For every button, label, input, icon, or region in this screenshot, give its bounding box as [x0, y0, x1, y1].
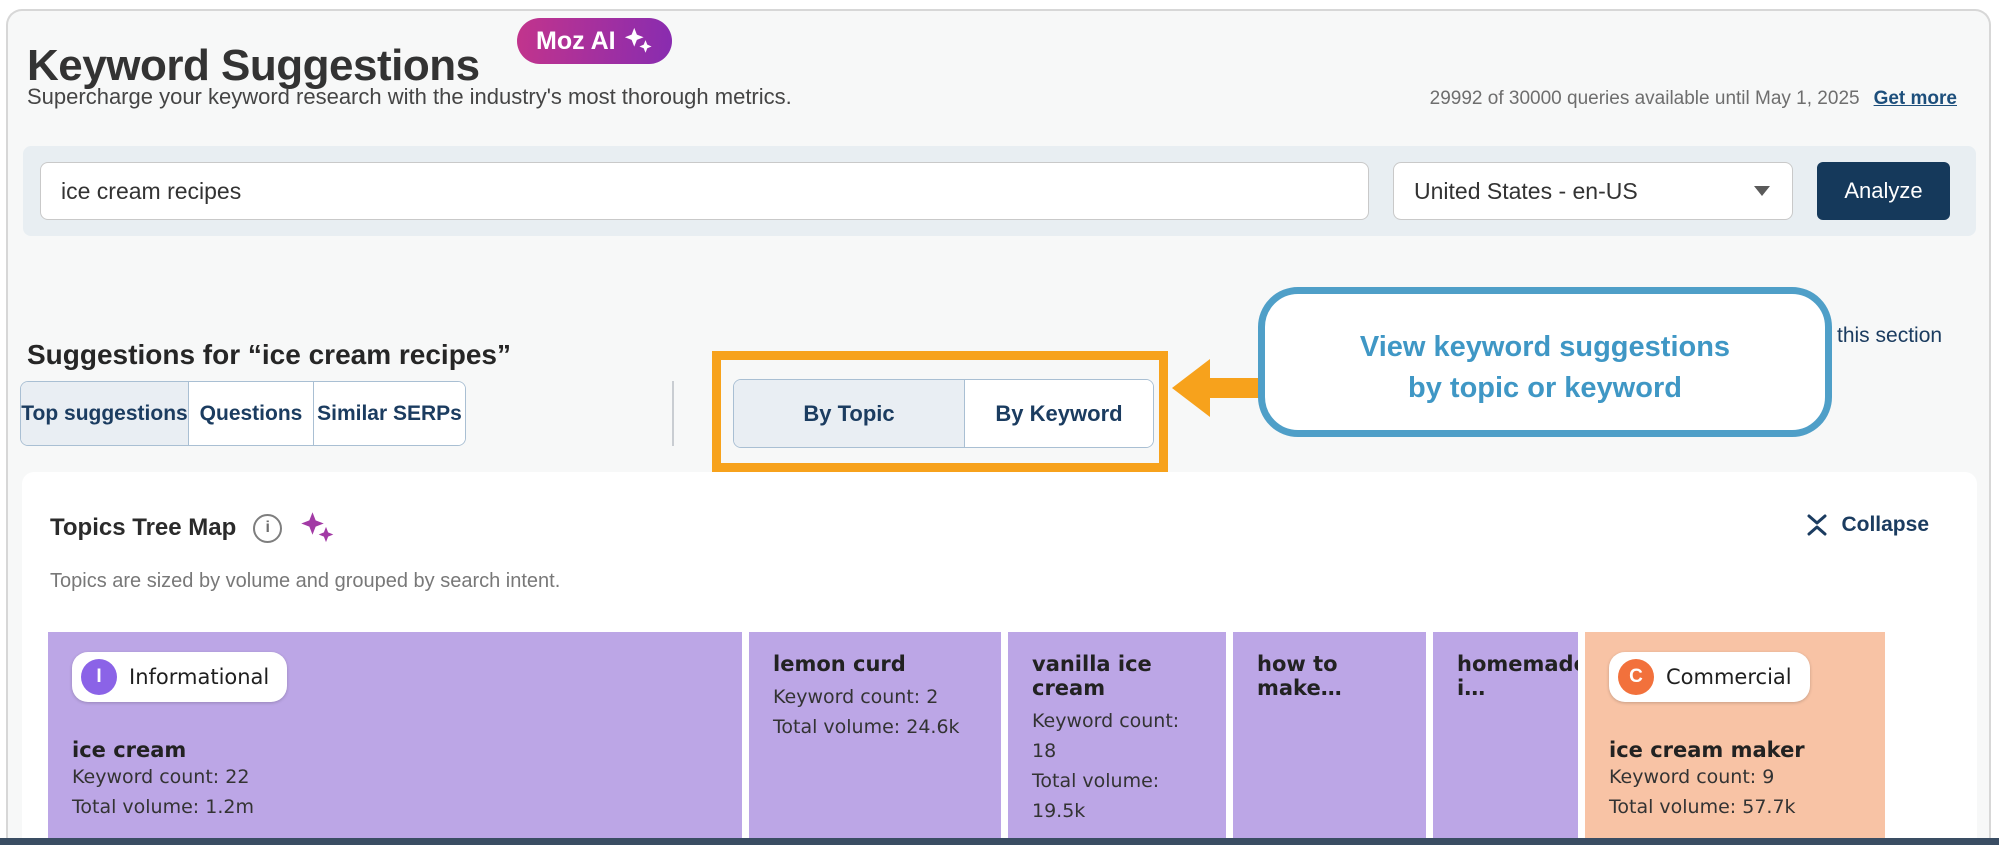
annotation-arrow-icon: [1172, 359, 1260, 417]
search-bar: United States - en-US Analyze: [23, 146, 1976, 236]
locale-select[interactable]: United States - en-US: [1393, 162, 1793, 220]
keyword-count-label: Keyword count:: [773, 686, 921, 708]
intent-label: Informational: [129, 665, 270, 689]
total-volume-label: Total volume:: [1032, 770, 1160, 792]
block-title: ice cream: [72, 738, 187, 762]
treemap-block-ice-cream-maker[interactable]: C Commercial ice cream maker Keyword cou…: [1585, 632, 1885, 838]
keyword-count-label: Keyword count:: [1032, 710, 1180, 732]
intent-label: Commercial: [1666, 665, 1792, 689]
block-total-volume: Total volume: 19.5k: [1032, 766, 1202, 826]
total-volume-value: 1.2m: [205, 796, 254, 818]
keyword-count-label: Keyword count:: [72, 766, 220, 788]
block-title: lemon curd: [773, 652, 906, 676]
suggestion-type-tabs: Top suggestions Questions Similar SERPs: [20, 381, 466, 446]
sparkles-icon: [301, 512, 334, 543]
locale-select-value: United States - en-US: [1414, 177, 1638, 204]
block-title: vanilla ice cream: [1032, 652, 1152, 700]
info-icon[interactable]: i: [253, 513, 283, 543]
tab-questions[interactable]: Questions: [188, 382, 313, 445]
topics-treemap-card: Topics Tree Map i Collapse Topics are si…: [22, 472, 1977, 838]
treemap-block-lemon-curd[interactable]: lemon curd Keyword count: 2 Total volume…: [749, 632, 1001, 838]
callout-line-2: by topic or keyword: [1408, 372, 1682, 404]
treemap-title: Topics Tree Map: [50, 514, 237, 541]
block-total-volume: Total volume: 1.2m: [72, 792, 718, 822]
total-volume-label: Total volume:: [1609, 796, 1737, 818]
block-keyword-count: Keyword count: 9: [1609, 762, 1861, 792]
treemap-block-ice-cream[interactable]: I Informational ice cream Keyword count:…: [48, 632, 742, 838]
block-keyword-count: Keyword count: 2: [773, 682, 977, 712]
treemap-block-how-to-make[interactable]: how to make…: [1233, 632, 1426, 838]
view-mode-tabs: By Topic By Keyword: [733, 379, 1154, 448]
tab-similar-serps[interactable]: Similar SERPs: [313, 382, 465, 445]
block-total-volume: Total volume: 24.6k: [773, 712, 977, 742]
tabs-divider: [672, 381, 674, 446]
informational-intent-icon: I: [81, 659, 117, 695]
page-subtitle: Supercharge your keyword research with t…: [27, 84, 792, 109]
intent-badge-informational: I Informational: [72, 652, 288, 702]
treemap: I Informational ice cream Keyword count:…: [48, 632, 1885, 838]
total-volume-value: 57.7k: [1742, 796, 1796, 818]
callout-line-1: View keyword suggestions: [1359, 331, 1731, 363]
intent-badge-commercial: C Commercial: [1609, 652, 1810, 702]
treemap-description: Topics are sized by volume and grouped b…: [50, 570, 561, 592]
arrow-tail: [1208, 378, 1260, 398]
treemap-block-vanilla-ice-cream[interactable]: vanilla ice cream Keyword count: 18 Tota…: [1008, 632, 1226, 838]
treemap-block-homemade[interactable]: homemade i…: [1433, 632, 1578, 838]
keyword-count-value: 22: [225, 766, 250, 788]
block-keyword-count: Keyword count: 18: [1032, 706, 1202, 766]
treemap-card-header: Topics Tree Map i: [50, 510, 335, 546]
collapse-icon: [1807, 514, 1827, 536]
tab-by-topic[interactable]: By Topic: [734, 380, 964, 447]
moz-ai-badge: Moz AI: [517, 18, 672, 64]
collapse-button[interactable]: Collapse: [1806, 512, 1929, 538]
keyword-count-value: 18: [1032, 740, 1057, 762]
block-title: homemade i…: [1457, 652, 1578, 700]
arrow-head: [1172, 359, 1210, 417]
keyword-search-input[interactable]: [40, 162, 1369, 220]
moz-ai-badge-label: Moz AI: [536, 26, 616, 55]
annotation-callout: View keyword suggestions by topic or key…: [1258, 287, 1832, 437]
total-volume-label: Total volume:: [72, 796, 200, 818]
bottom-edge-bar: [0, 838, 1999, 845]
block-total-volume: Total volume: 57.7k: [1609, 792, 1861, 822]
total-volume-value: 19.5k: [1032, 800, 1086, 822]
suggestions-heading: Suggestions for “ice cream recipes”: [27, 339, 511, 371]
commercial-intent-icon: C: [1618, 659, 1654, 695]
analyze-button[interactable]: Analyze: [1817, 162, 1950, 220]
block-title: ice cream maker: [1609, 738, 1805, 762]
page-title: Keyword Suggestions: [27, 41, 480, 91]
quota-info: 29992 of 30000 queries available until M…: [1430, 88, 1957, 110]
sparkles-icon: [624, 27, 652, 53]
keyword-count-value: 9: [1762, 766, 1775, 788]
tab-top-suggestions[interactable]: Top suggestions: [21, 382, 188, 445]
caret-down-icon: [1754, 186, 1770, 196]
section-link-text[interactable]: this section: [1837, 324, 1943, 347]
keyword-count-value: 2: [926, 686, 939, 708]
block-title: how to make…: [1257, 652, 1342, 700]
collapse-label: Collapse: [1841, 513, 1929, 536]
get-more-link[interactable]: Get more: [1873, 88, 1957, 109]
tab-by-keyword[interactable]: By Keyword: [964, 380, 1153, 447]
block-keyword-count: Keyword count: 22: [72, 762, 718, 792]
total-volume-label: Total volume:: [773, 716, 901, 738]
keyword-count-label: Keyword count:: [1609, 766, 1757, 788]
annotation-highlight-box: [712, 351, 1168, 472]
quota-text: 29992 of 30000 queries available until M…: [1429, 88, 1860, 109]
total-volume-value: 24.6k: [906, 716, 960, 738]
